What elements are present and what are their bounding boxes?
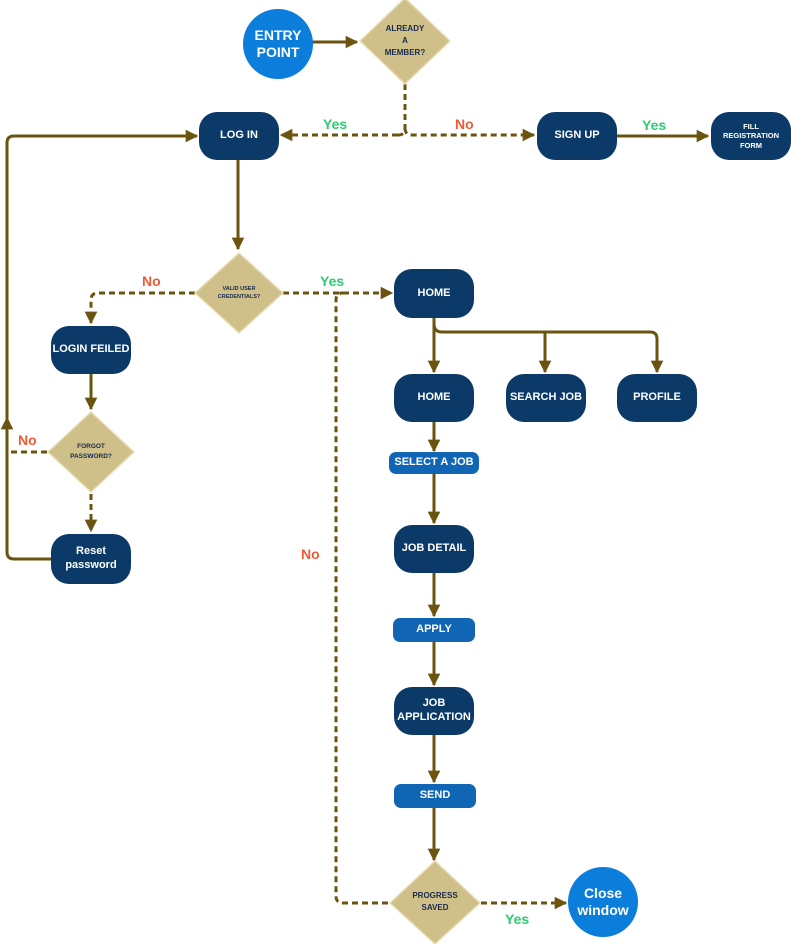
decision-valid-credentials[interactable]: VALID USER CREDENTIALS? [193, 251, 285, 335]
apply-action[interactable]: APPLY [393, 618, 475, 642]
search-job-node[interactable]: SEARCH JOB [506, 374, 586, 422]
select-job-label: SELECT A JOB [394, 456, 474, 469]
edge-progress-no-loop [334, 291, 388, 905]
fill-registration-node[interactable]: FILL REGISTRATION FORM [711, 112, 791, 160]
profile-label: PROFILE [633, 391, 681, 404]
job-application-label: JOB APPLICATION [397, 697, 471, 723]
decision-progress-saved[interactable]: PROGRESS SAVED [388, 860, 482, 944]
forgot-password-label: FORGOT PASSWORD? [70, 443, 112, 460]
job-detail-label: JOB DETAIL [401, 542, 467, 555]
edge-member-no-to-signup [403, 127, 536, 142]
entry-point-label: ENTRY POINT [254, 26, 302, 61]
log-in-label: LOG IN [220, 129, 258, 142]
job-application-node[interactable]: JOB APPLICATION [394, 687, 474, 735]
reset-password-label: Reset password [65, 545, 117, 571]
search-job-label: SEARCH JOB [509, 391, 583, 404]
edge-reset-to-login [5, 129, 199, 561]
sign-up-label: SIGN UP [554, 129, 600, 142]
label-progress-yes: Yes [505, 911, 530, 927]
valid-credentials-label: VALID USER CREDENTIALS? [217, 285, 261, 300]
login-failed-label: LOGIN FEILED [52, 343, 130, 356]
diamond-shape [388, 860, 482, 944]
edge-member-down [397, 84, 407, 137]
reset-password-node[interactable]: Reset password [51, 534, 131, 584]
home-label: HOME [417, 286, 451, 299]
profile-node[interactable]: PROFILE [617, 374, 697, 422]
send-label: SEND [419, 789, 451, 802]
label-member-no: No [455, 116, 474, 132]
fill-registration-label: FILL REGISTRATION FORM [722, 121, 780, 150]
label-signup-yes: Yes [642, 117, 667, 133]
decision-already-member[interactable]: ALREADY A MEMBER? [358, 0, 452, 86]
diamond-shape [358, 0, 452, 86]
job-detail-node[interactable]: JOB DETAIL [394, 525, 474, 573]
entry-point-node[interactable]: ENTRY POINT [243, 9, 313, 79]
diamond-shape [46, 410, 136, 494]
label-valid-yes: Yes [320, 273, 345, 289]
close-window-label: Close window [577, 884, 629, 919]
already-member-label: ALREADY A MEMBER? [384, 24, 426, 57]
home-sub-label: HOME [417, 391, 451, 404]
edge-home-to-profile [545, 330, 664, 374]
edge-valid-no-to-failed [84, 291, 195, 325]
select-job-action[interactable]: SELECT A JOB [389, 452, 479, 474]
label-valid-no: No [142, 273, 161, 289]
log-in-node[interactable]: LOG IN [199, 112, 279, 160]
sign-up-node[interactable]: SIGN UP [537, 112, 617, 160]
close-window-node[interactable]: Close window [568, 867, 638, 937]
apply-label: APPLY [416, 623, 452, 636]
login-failed-node[interactable]: LOGIN FEILED [51, 326, 131, 374]
edge-home-to-search [432, 323, 552, 374]
label-forgot-no: No [18, 432, 37, 448]
label-progress-no: No [301, 546, 320, 562]
home-sub-node[interactable]: HOME [394, 374, 474, 422]
decision-forgot-password[interactable]: FORGOT PASSWORD? [46, 410, 136, 494]
send-action[interactable]: SEND [394, 784, 476, 808]
diamond-shape [193, 251, 285, 335]
home-node[interactable]: HOME [394, 269, 474, 318]
progress-saved-label: PROGRESS SAVED [412, 891, 458, 912]
label-member-yes: Yes [323, 116, 348, 132]
